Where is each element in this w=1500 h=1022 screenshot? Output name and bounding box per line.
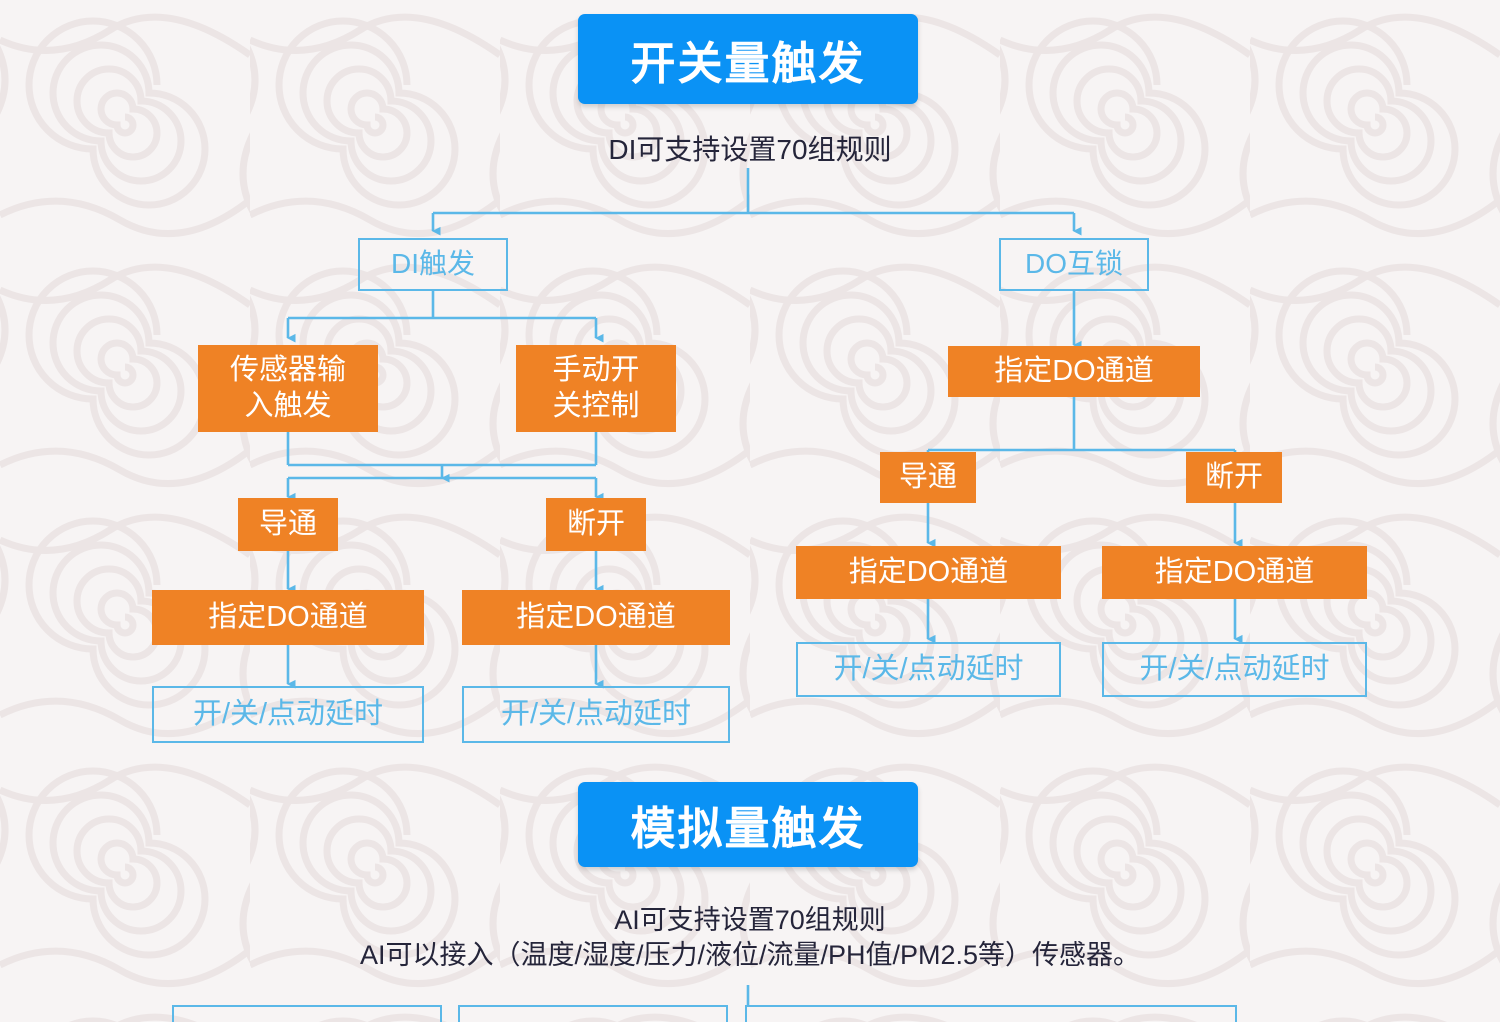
bottom-branch-cell-2[interactable] — [458, 1005, 728, 1022]
caption-ai-rules: AI可支持设置70组规则 AI可以接入（温度/湿度/压力/液位/流量/PH值/P… — [0, 903, 1500, 972]
caption-ai-rules-line1: AI可支持设置70组规则 — [614, 905, 886, 935]
node-do-channel-right-2[interactable]: 指定DO通道 — [1102, 546, 1367, 599]
node-sensor-input-trigger-label: 传感器输 入触发 — [229, 354, 346, 422]
node-conduct-left-label: 导通 — [258, 507, 317, 540]
node-delay-left-1-label: 开/关/点动延时 — [192, 697, 384, 730]
banner-digital-trigger-label: 开关量触发 — [630, 37, 866, 89]
caption-di-rules: DI可支持设置70组规则 — [0, 132, 1500, 168]
node-di-trigger-label: DI触发 — [390, 248, 475, 280]
banner-analog-trigger-label: 模拟量触发 — [630, 803, 866, 854]
node-do-channel-right-1[interactable]: 指定DO通道 — [796, 546, 1061, 599]
node-do-channel-left-1[interactable]: 指定DO通道 — [152, 590, 424, 645]
node-delay-left-2[interactable]: 开/关/点动延时 — [462, 686, 730, 743]
node-delay-right-1-label: 开/关/点动延时 — [833, 652, 1024, 685]
node-disconnect-right-label: 断开 — [1204, 460, 1263, 493]
node-disconnect-left[interactable]: 断开 — [546, 498, 646, 551]
node-do-channel-left-1-label: 指定DO通道 — [208, 600, 368, 633]
node-conduct-right[interactable]: 导通 — [880, 452, 976, 503]
node-sensor-input-trigger[interactable]: 传感器输 入触发 — [198, 345, 378, 432]
node-do-channel-right-2-label: 指定DO通道 — [1154, 555, 1315, 588]
caption-ai-sensors-line2: AI可以接入（温度/湿度/压力/液位/流量/PH值/PM2.5等）传感器。 — [359, 939, 1141, 970]
caption-di-rules-text: DI可支持设置70组规则 — [608, 134, 892, 165]
node-delay-left-2-label: 开/关/点动延时 — [500, 697, 692, 730]
node-do-channel-right-top-label: 指定DO通道 — [994, 354, 1154, 387]
node-conduct-left[interactable]: 导通 — [238, 498, 338, 551]
node-disconnect-left-label: 断开 — [566, 507, 625, 540]
node-do-channel-right-1-label: 指定DO通道 — [848, 555, 1009, 588]
node-do-channel-right-top[interactable]: 指定DO通道 — [948, 346, 1200, 397]
node-do-channel-left-2-label: 指定DO通道 — [516, 600, 676, 633]
node-delay-right-1[interactable]: 开/关/点动延时 — [796, 642, 1061, 697]
node-disconnect-right[interactable]: 断开 — [1186, 452, 1282, 503]
bottom-branch-cell-3[interactable] — [745, 1005, 1237, 1022]
banner-analog-trigger: 模拟量触发 — [578, 782, 918, 867]
banner-digital-trigger: 开关量触发 — [578, 14, 918, 104]
bottom-branch-cell-1[interactable] — [172, 1005, 442, 1022]
node-do-channel-left-2[interactable]: 指定DO通道 — [462, 590, 730, 645]
node-delay-right-2[interactable]: 开/关/点动延时 — [1102, 642, 1367, 697]
node-conduct-right-label: 导通 — [898, 460, 957, 493]
node-delay-left-1[interactable]: 开/关/点动延时 — [152, 686, 424, 743]
node-manual-switch-control-label: 手动开 关控制 — [552, 354, 640, 422]
node-di-trigger[interactable]: DI触发 — [358, 238, 508, 291]
node-do-interlock[interactable]: DO互锁 — [999, 238, 1149, 291]
node-do-interlock-label: DO互锁 — [1024, 248, 1123, 280]
node-delay-right-2-label: 开/关/点动延时 — [1139, 652, 1330, 685]
node-manual-switch-control[interactable]: 手动开 关控制 — [516, 345, 676, 432]
